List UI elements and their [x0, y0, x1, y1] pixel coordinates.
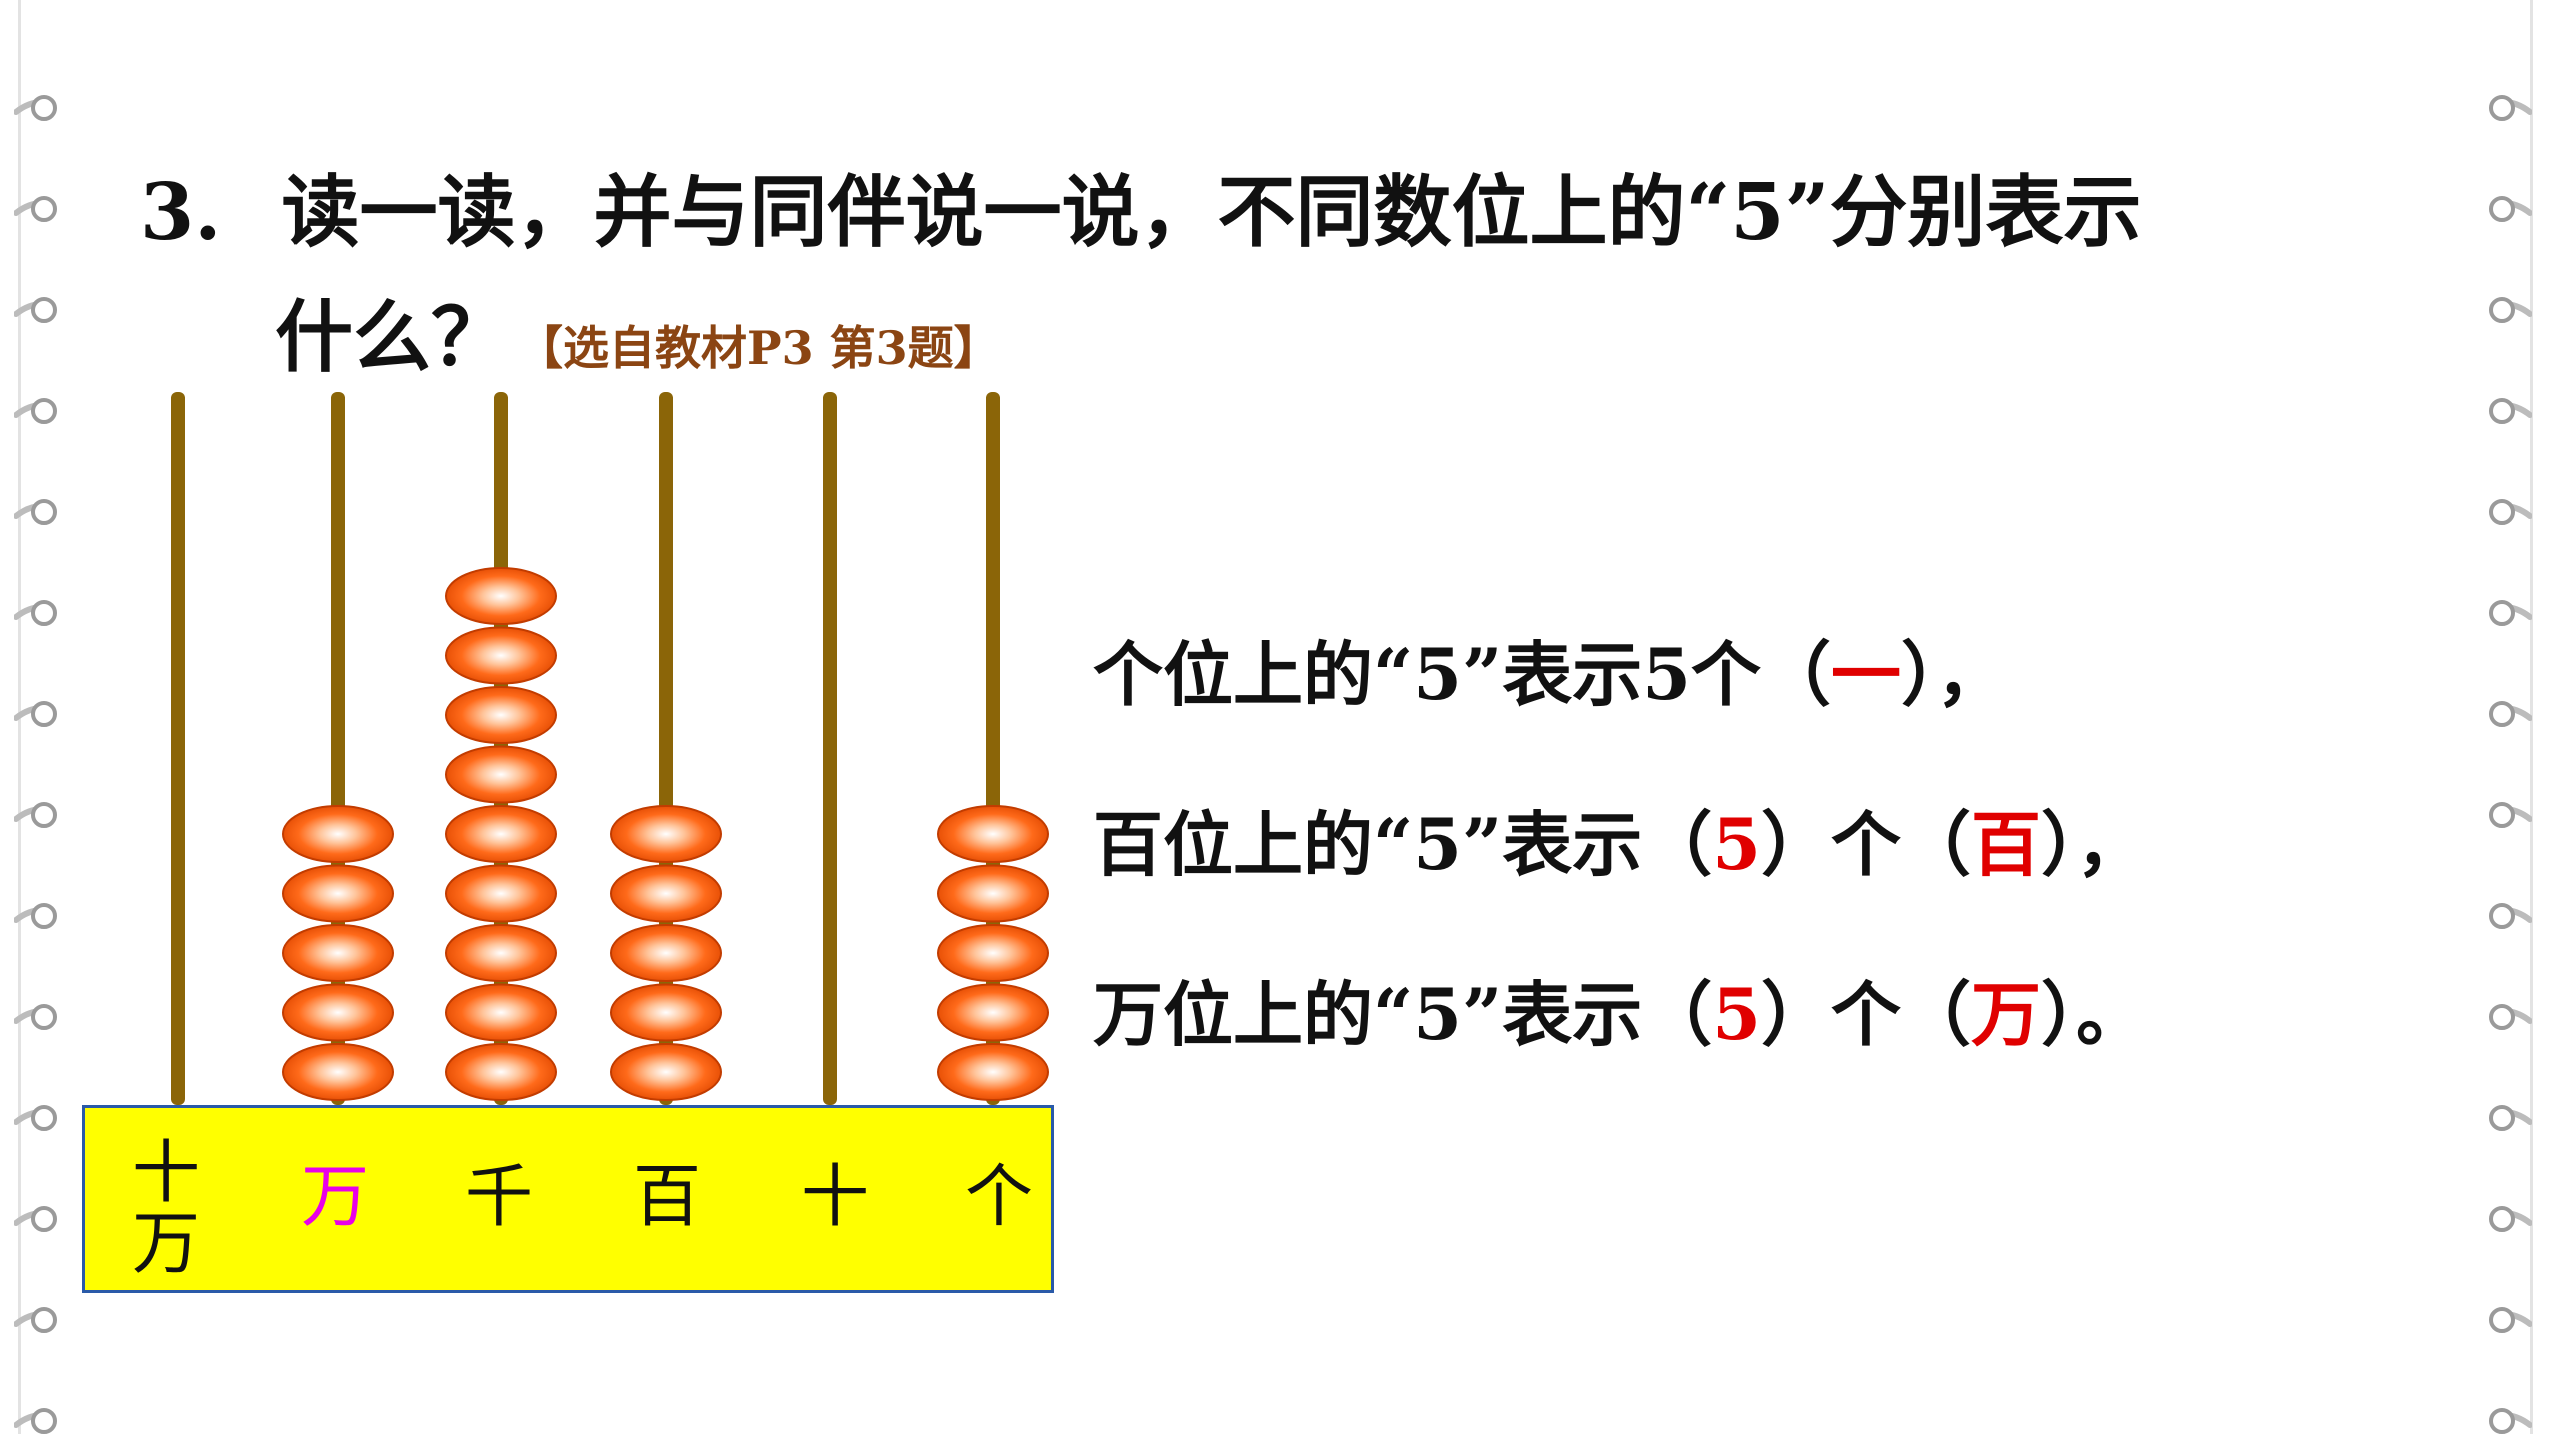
- abacus-bead-thousands: [445, 805, 557, 863]
- answer-fill-ten-thousands-count: 5: [1712, 973, 1761, 1056]
- binder-ring-icon: [13, 1201, 60, 1235]
- question-text-continued: 什么？: [275, 292, 510, 383]
- binder-ring-icon: [2486, 191, 2533, 225]
- answer-fill-hundreds-unit: 百: [1970, 803, 2041, 886]
- answer-line-hundreds: 百位上的“5”表示（5）个（百），: [1093, 803, 2146, 886]
- answer-line-ones: 个位上的“5”表示5个（一），: [1093, 633, 2006, 716]
- binder-ring-icon: [2486, 393, 2533, 427]
- binder-ring-icon: [2486, 898, 2533, 932]
- question-line-1: 3. 读一读，并与同伴说一说，不同数位上的“5”分别表示: [140, 150, 2141, 262]
- place-value-labels: 十万 万 千 百 十 个: [82, 1105, 1054, 1293]
- abacus-bead-ten-thousands: [282, 1043, 394, 1101]
- abacus-bead-hundreds: [610, 805, 722, 863]
- abacus-bead-hundreds: [610, 983, 722, 1042]
- binder-ring-icon: [2486, 1403, 2533, 1434]
- abacus-rod-tens: [823, 392, 837, 1105]
- binder-ring-icon: [2486, 1100, 2533, 1134]
- abacus-bead-thousands: [445, 983, 557, 1042]
- abacus-bead-thousands: [445, 745, 557, 804]
- binder-ring-icon: [13, 1302, 60, 1336]
- place-label-hundreds: 百: [633, 1158, 702, 1237]
- place-label-hundred-thousands: 十万: [131, 1134, 200, 1285]
- binder-ring-icon: [13, 696, 60, 730]
- answer-fill-hundreds-count: 5: [1712, 803, 1761, 886]
- abacus-bead-ten-thousands: [282, 805, 394, 863]
- binder-ring-icon: [13, 1403, 60, 1434]
- binder-ring-icon: [2486, 999, 2533, 1033]
- binder-ring-icon: [2486, 1302, 2533, 1336]
- abacus-bead-ten-thousands: [282, 924, 394, 982]
- abacus-bead-thousands: [445, 1043, 557, 1101]
- abacus-bead-ones: [937, 805, 1049, 863]
- binder-ring-icon: [2486, 595, 2533, 629]
- place-label-thousands: 千: [465, 1158, 534, 1237]
- binder-ring-icon: [13, 393, 60, 427]
- abacus-bead-thousands: [445, 686, 557, 744]
- abacus-rod-hundred-thousands: [171, 392, 185, 1105]
- source-tag: 【选自教材P3 第3题】: [517, 321, 1000, 375]
- abacus: [171, 392, 1049, 1105]
- question-line-2: 什么？【选自教材P3 第3题】: [275, 275, 1000, 387]
- abacus-bead-ones: [937, 983, 1049, 1042]
- binder-ring-icon: [13, 90, 60, 124]
- binder-ring-icon: [13, 797, 60, 831]
- place-label-tens: 十: [801, 1158, 870, 1237]
- abacus-bead-hundreds: [610, 864, 722, 923]
- binder-ring-icon: [13, 595, 60, 629]
- abacus-bead-hundreds: [610, 1043, 722, 1101]
- abacus-bead-hundreds: [610, 924, 722, 982]
- abacus-bead-ones: [937, 864, 1049, 923]
- binder-ring-icon: [13, 1100, 60, 1134]
- abacus-bead-ones: [937, 1043, 1049, 1101]
- abacus-bead-thousands: [445, 626, 557, 685]
- binder-ring-icon: [2486, 292, 2533, 326]
- place-label-ten-thousands: 万: [301, 1158, 370, 1237]
- abacus-bead-ten-thousands: [282, 983, 394, 1042]
- binder-ring-icon: [2486, 797, 2533, 831]
- binder-ring-icon: [13, 999, 60, 1033]
- binder-ring-icon: [13, 898, 60, 932]
- binder-ring-icon: [13, 191, 60, 225]
- abacus-bead-thousands: [445, 924, 557, 982]
- abacus-bead-thousands: [445, 567, 557, 625]
- binder-ring-icon: [13, 292, 60, 326]
- answer-fill-ten-thousands-unit: 万: [1970, 973, 2041, 1056]
- abacus-bead-thousands: [445, 864, 557, 923]
- binder-ring-icon: [2486, 494, 2533, 528]
- abacus-bead-ones: [937, 924, 1049, 982]
- binder-ring-icon: [2486, 696, 2533, 730]
- abacus-bead-ten-thousands: [282, 864, 394, 923]
- question-text: 读一读，并与同伴说一说，不同数位上的“5”分别表示: [281, 167, 2142, 258]
- question-number: 3.: [140, 167, 222, 258]
- binder-ring-icon: [2486, 90, 2533, 124]
- place-label-ones: 个: [965, 1158, 1034, 1237]
- answer-fill-ones-unit: 一: [1830, 633, 1901, 716]
- answer-line-ten-thousands: 万位上的“5”表示（5）个（万）。: [1093, 973, 2146, 1056]
- binder-ring-icon: [2486, 1201, 2533, 1235]
- binder-ring-icon: [13, 494, 60, 528]
